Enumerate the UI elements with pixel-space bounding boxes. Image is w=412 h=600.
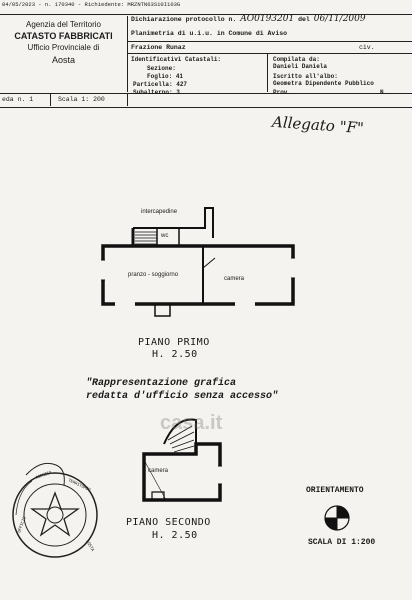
header-block [0,14,412,108]
subalterno-label: Subalterno: [133,89,173,96]
note-line1: "Rappresentazione grafica [86,378,237,389]
date-label: del [298,16,310,23]
civ-label: civ. [359,44,375,51]
location: Frazione Runaz [131,44,186,51]
n-label: N. [380,89,388,96]
floor1-plan [101,207,295,317]
room-camera-floor2: camera [148,468,169,474]
compiler-name: Danieli Daniela [273,63,328,70]
foglio-value: 41 [175,73,184,80]
subalterno-value: 3 [176,89,180,96]
office-box: Agenzia del Territorio CATASTO FABBRICAT… [0,16,128,92]
svg-text:AOSTA: AOSTA [85,539,96,552]
orientation-scale: SCALA DI 1:200 [308,538,376,547]
particella-label: Particella: [133,81,173,88]
floor2-plan [142,418,222,502]
note-line2: redatta d'ufficio senza accesso" [86,391,279,402]
room-camera-floor1: camera [224,276,245,282]
room-intercapedine: intercapedine [141,209,178,215]
header-divider [0,93,412,95]
floor2-title: PIANO SECONDO [126,517,211,528]
floor1-height: H. 2.50 [152,349,198,360]
compass-icon [324,505,350,531]
sezione-label: Sezione: [147,65,176,72]
sheet-scale: Scala 1: 200 [58,96,105,103]
svg-text:TERRITORIO: TERRITORIO [68,477,92,492]
office-line2: CATASTO FABBRICATI [14,31,113,41]
particella-value: 427 [176,81,188,88]
room-pranzo-soggiorno: pranzo - soggiorno [128,272,179,278]
svg-text:AGENZIA: AGENZIA [35,469,53,480]
register-value: Geometra Dipendente Pubblico [273,80,374,87]
official-stamp-seal: AGENZIA TERRITORIO UFFICIO AOSTA [12,462,98,558]
planimetry-label: Planimetria di u.i.u. in Comune di Aviso [131,30,288,37]
svg-text:UFFICIO: UFFICIO [16,515,27,533]
floor2-height: H. 2.50 [152,530,198,541]
orientation-title: ORIENTAMENTO [306,486,364,495]
watermark: casa.it [160,412,223,434]
protocol-number: AO0193201 [240,14,295,24]
office-line4: Aosta [51,55,75,65]
register-label: Iscritto all'albo: [273,73,338,80]
prov-label: Prov. [273,89,292,96]
protocol-date: 06/11/2009 [313,14,366,24]
fax-header: 04/05/2023 - n. 170340 - Richiedente: MR… [2,1,181,8]
compiler-title: Compilata da: [273,56,320,63]
foglio-label: Foglio: [147,73,173,80]
office-line3: Ufficio Provinciale di [27,43,100,52]
scheda-number: eda n. 1 [2,96,34,103]
floor1-title: PIANO PRIMO [138,337,210,348]
identifiers-title: Identificativi Catastali: [131,56,222,63]
office-line1: Agenzia del Territorio [25,20,101,29]
protocol-label: Dichiarazione protocollo n. [131,16,237,23]
declaration-box: Dichiarazione protocollo n. AO0193201 de… [127,14,412,96]
allegato-annotation: Allegato "F" [271,112,365,138]
room-wc: wc [161,233,169,239]
